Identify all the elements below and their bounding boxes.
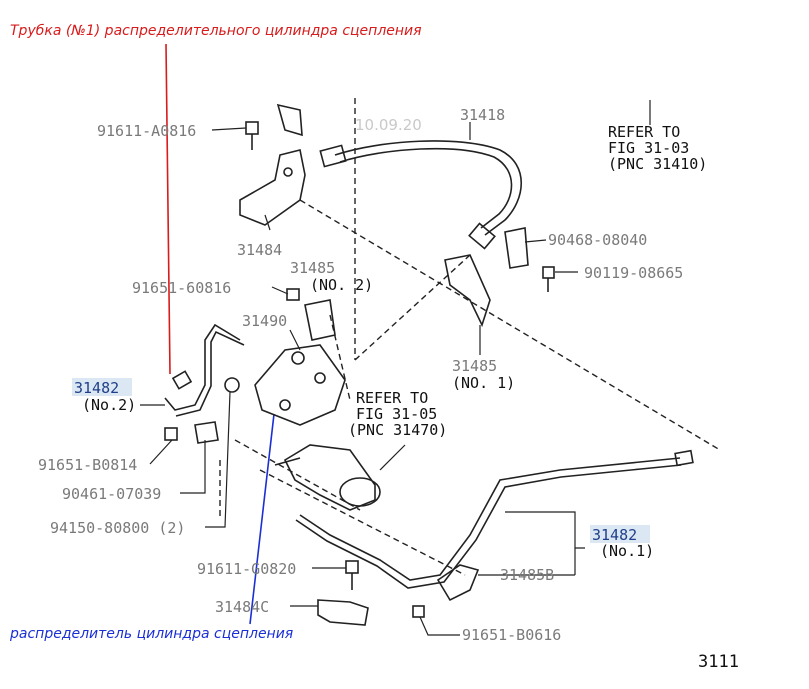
tube-end-fitting <box>674 449 694 467</box>
part-label-90461-07039: 90461-07039 <box>62 485 161 503</box>
leader-line <box>149 439 173 465</box>
leader-line <box>180 440 206 494</box>
red-pointer-line <box>165 43 171 375</box>
part-label-31490: 31490 <box>242 312 287 330</box>
part-label-91651-b0616: 91651-B0616 <box>462 626 561 644</box>
clamp-31485b <box>436 564 480 602</box>
leader-line <box>505 511 585 549</box>
bolt-91611-g0820 <box>345 560 359 574</box>
distributor-port <box>279 399 291 411</box>
bolt-91651-60816 <box>286 288 300 301</box>
bracket-31484 <box>239 149 306 226</box>
dashed-line <box>299 199 721 451</box>
part-label-31482-no2-sub: (No.2) <box>82 396 136 414</box>
ref1-line2: FIG 31-03 <box>608 139 689 157</box>
ref2-line1: REFER TO <box>356 389 428 407</box>
slave-cylinder <box>283 444 376 511</box>
hose-fitting-bottom <box>468 222 496 250</box>
ref1-line1: REFER TO <box>608 123 680 141</box>
leader-line <box>289 329 301 351</box>
tube-31482-no1-inner <box>295 464 682 589</box>
distributor-port <box>291 351 305 365</box>
clutch-distributor-31490 <box>254 344 346 426</box>
dashed-line <box>329 314 351 401</box>
part-label-91611-a0816: 91611-A0816 <box>97 122 196 140</box>
part-label-31485b: 31485B <box>500 566 554 584</box>
slave-cylinder-cap <box>339 477 381 507</box>
distributor-port <box>314 372 326 384</box>
part-label-31485-no1: 31485 <box>452 357 497 375</box>
part-label-91651-b0814: 91651-B0814 <box>38 456 137 474</box>
part-label-91651-60816: 91651-60816 <box>132 279 231 297</box>
clip-90468-08040 <box>504 227 529 269</box>
part-label-31482-no1: 31482 <box>592 526 637 544</box>
dashed-line <box>354 254 471 361</box>
part-label-31485-no2-sub: (NO. 2) <box>310 276 373 294</box>
date-watermark: 10.09.20 <box>355 116 422 134</box>
blue-pointer-line <box>249 413 275 625</box>
pushrod <box>274 457 301 466</box>
part-label-90468-08040: 90468-08040 <box>548 231 647 249</box>
blue-annotation-note: распределитель цилиндра сцепления <box>9 626 293 642</box>
leader-line <box>271 286 289 295</box>
tube-31482-no2-inner <box>175 330 245 417</box>
tube-fitting <box>171 370 193 390</box>
ref1-line3: (PNC 31410) <box>608 155 707 173</box>
leader-line <box>419 616 460 636</box>
dashed-line <box>234 439 361 511</box>
bracket-31485-no2 <box>304 299 336 341</box>
label-highlight <box>590 525 650 543</box>
part-label-31482-no1-sub: (No.1) <box>600 542 654 560</box>
figure-number: 3111 <box>698 652 739 672</box>
ref-leader <box>379 444 406 471</box>
part-label-31418: 31418 <box>460 106 505 124</box>
leader-line <box>205 391 231 528</box>
clip-top <box>276 103 303 137</box>
leader-line <box>211 127 247 131</box>
part-label-31485-no1-sub: (NO. 1) <box>452 374 515 392</box>
bolt-91651-b0814 <box>164 427 178 441</box>
part-label-94150-80800: 94150-80800 (2) <box>50 519 185 537</box>
leader-line <box>264 214 271 231</box>
clamp-90461-07039 <box>194 421 219 444</box>
leader-line <box>524 239 547 243</box>
part-label-31482-no2: 31482 <box>74 379 119 397</box>
part-label-31485-no2: 31485 <box>290 259 335 277</box>
bracket-31484c <box>317 599 369 626</box>
hose-31418 <box>334 140 523 236</box>
tube-31482-no1 <box>299 457 681 581</box>
bolt-90119-08665 <box>542 266 555 279</box>
part-label-31484c: 31484C <box>215 598 269 616</box>
part-label-90119-08665: 90119-08665 <box>584 264 683 282</box>
bracket-hole <box>283 167 293 177</box>
dashed-line <box>259 469 466 576</box>
tube-31482-no2 <box>164 323 241 411</box>
red-annotation-note: Трубка (№1) распределительного цилиндра … <box>10 23 422 39</box>
part-label-91611-g0820: 91611-G0820 <box>197 560 296 578</box>
grommet-94150-80800 <box>224 377 240 393</box>
ref2-line3: (PNC 31470) <box>348 421 447 439</box>
hose-fitting-top <box>319 144 347 168</box>
ref2-line2: FIG 31-05 <box>356 405 437 423</box>
part-label-31484: 31484 <box>237 241 282 259</box>
bracket-31485-no1 <box>444 254 491 328</box>
bolt-91651-b0616 <box>412 605 425 618</box>
bolt-91611-a0816 <box>245 121 259 135</box>
label-highlight <box>72 378 132 396</box>
hose-31418-inner <box>339 147 513 229</box>
